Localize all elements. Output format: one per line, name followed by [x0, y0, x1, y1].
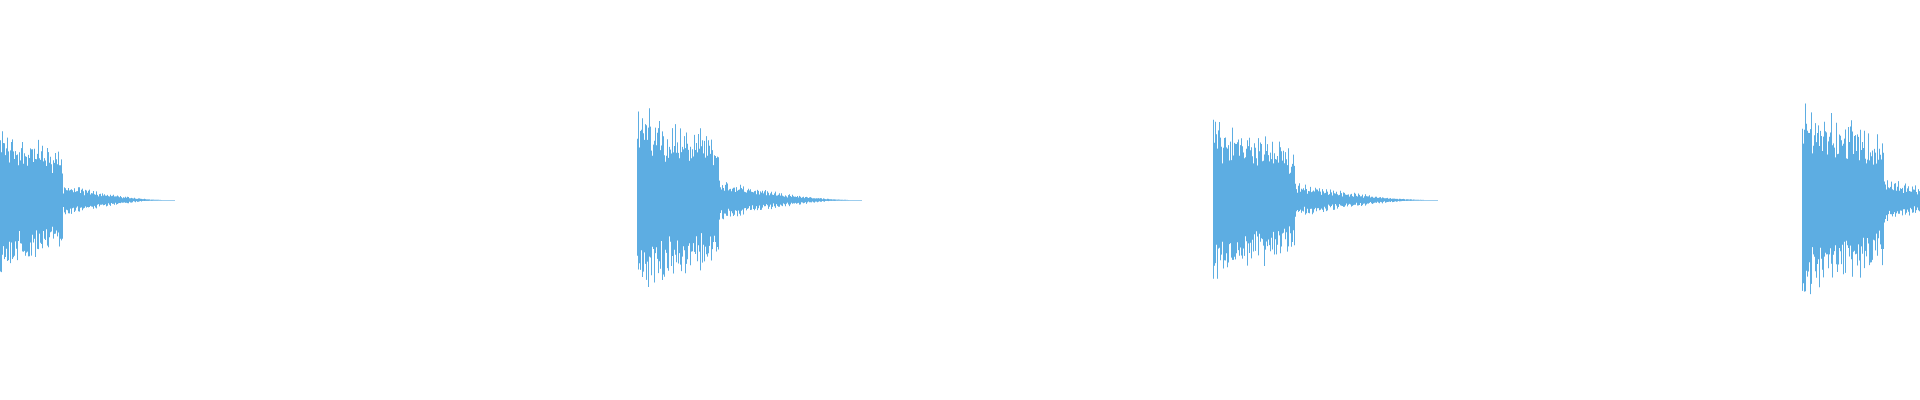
waveform-hit	[1213, 119, 1424, 279]
waveform-hit	[1802, 103, 1920, 295]
waveform-group	[0, 103, 1920, 295]
waveform-hit	[637, 108, 849, 287]
waveform-hit	[0, 131, 162, 273]
